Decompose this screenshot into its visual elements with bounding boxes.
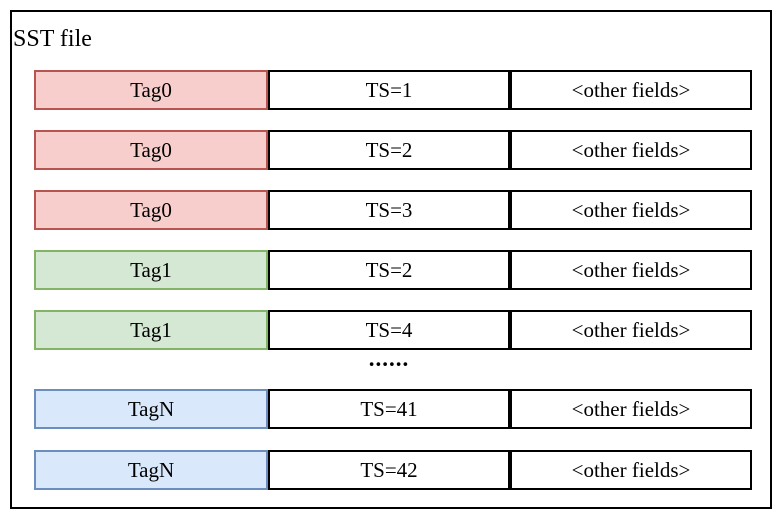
- timestamp-cell: TS=42: [268, 450, 510, 490]
- tag-cell: TagN: [34, 389, 268, 429]
- other-fields-cell: <other fields>: [510, 70, 752, 110]
- other-fields-cell: <other fields>: [510, 310, 752, 350]
- other-fields-cell: <other fields>: [510, 389, 752, 429]
- tag-cell: Tag0: [34, 70, 268, 110]
- diagram-title: SST file: [13, 26, 92, 52]
- timestamp-cell: TS=2: [268, 250, 510, 290]
- other-fields-cell: <other fields>: [510, 450, 752, 490]
- timestamp-cell: TS=3: [268, 190, 510, 230]
- timestamp-cell: TS=4: [268, 310, 510, 350]
- tag-cell: Tag1: [34, 250, 268, 290]
- timestamp-cell: TS=2: [268, 130, 510, 170]
- timestamp-cell: TS=41: [268, 389, 510, 429]
- tag-cell: Tag0: [34, 190, 268, 230]
- other-fields-cell: <other fields>: [510, 130, 752, 170]
- timestamp-cell: TS=1: [268, 70, 510, 110]
- ellipsis: ......: [368, 346, 410, 371]
- tag-cell: TagN: [34, 450, 268, 490]
- tag-cell: Tag1: [34, 310, 268, 350]
- other-fields-cell: <other fields>: [510, 250, 752, 290]
- other-fields-cell: <other fields>: [510, 190, 752, 230]
- tag-cell: Tag0: [34, 130, 268, 170]
